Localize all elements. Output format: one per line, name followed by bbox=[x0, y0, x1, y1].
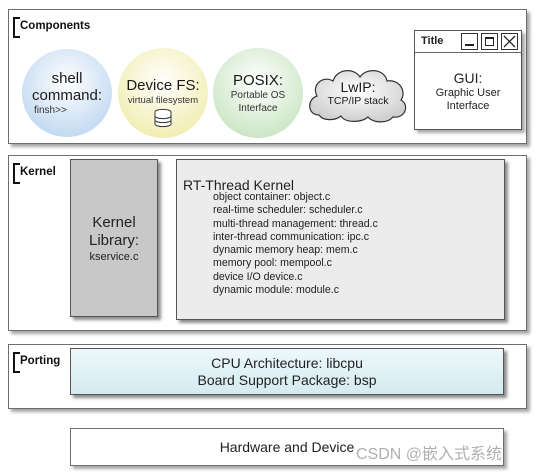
rt-thread-items: object container: object.c real-time sch… bbox=[213, 191, 378, 297]
gui-sub-line2: Interface bbox=[446, 100, 490, 112]
porting-line1: CPU Architecture: libcpu bbox=[211, 355, 363, 371]
list-item: inter-thread communication: ipc.c bbox=[213, 230, 370, 243]
list-item: real-time scheduler: scheduler.c bbox=[213, 204, 363, 217]
shell-title-line1: shell bbox=[51, 69, 83, 87]
lwip-sub: TCP/IP stack bbox=[327, 95, 389, 107]
device-fs-circle: Device FS: virtual filesystem bbox=[118, 48, 208, 138]
database-icon bbox=[154, 108, 172, 128]
porting-label: Porting bbox=[13, 352, 60, 373]
rt-thread-title: RT-Thread Kernel bbox=[183, 177, 295, 193]
posix-sub-line2: Interface bbox=[238, 102, 278, 114]
gui-window-title: Title bbox=[421, 35, 444, 47]
kernel-library-sub: kservice.c bbox=[89, 251, 139, 263]
list-item: dynamic module: module.c bbox=[213, 284, 340, 297]
gui-sub-line1: Graphic User bbox=[435, 87, 501, 99]
device-fs-title: Device FS: bbox=[126, 77, 200, 94]
porting-box: CPU Architecture: libcpu Board Support P… bbox=[70, 348, 504, 395]
gui-titlebar: Title bbox=[415, 31, 521, 53]
kernel-label: Kernel bbox=[13, 163, 56, 184]
gui-window: Title GUI: Graphic User Interface bbox=[414, 30, 522, 130]
lwip-cloud bbox=[309, 70, 407, 123]
components-label: Components bbox=[13, 17, 90, 38]
device-fs-sub: virtual filesystem bbox=[127, 95, 199, 106]
porting-line2: Board Support Package: bsp bbox=[197, 372, 377, 388]
shell-title-line2: command: bbox=[31, 86, 103, 104]
shell-sub: finsh>> bbox=[34, 104, 67, 116]
close-icon bbox=[501, 33, 518, 50]
minimize-icon bbox=[461, 33, 478, 50]
rt-thread-kernel-box: RT-Thread Kernel object container: objec… bbox=[176, 159, 505, 320]
lwip-title: LwIP: bbox=[340, 79, 376, 95]
list-item: dynamic memory heap: mem.c bbox=[213, 244, 358, 257]
list-item: multi-thread management: thread.c bbox=[213, 217, 378, 230]
list-item: object container: object.c bbox=[213, 191, 331, 203]
posix-sub-line1: Portable OS bbox=[230, 89, 286, 101]
hardware-label: Hardware and Device bbox=[219, 439, 355, 455]
list-item: memory pool: mempool.c bbox=[213, 257, 332, 270]
list-item: device I/O device.c bbox=[213, 270, 303, 283]
hardware-layer: Hardware and Device bbox=[70, 428, 504, 466]
lwip-text: LwIP: TCP/IP stack bbox=[305, 79, 411, 108]
kernel-library-line1: Kernel bbox=[92, 214, 136, 231]
posix-title: POSIX: bbox=[232, 71, 284, 89]
kernel-library-box: Kernel Library: kservice.c bbox=[70, 159, 158, 317]
gui-title: GUI: bbox=[453, 70, 483, 86]
watermark: CSDN @嵌入式系统 bbox=[356, 446, 503, 463]
shell-circle: shell command: finsh>> bbox=[22, 49, 112, 137]
posix-circle: POSIX: Portable OS Interface bbox=[213, 48, 303, 138]
maximize-icon bbox=[481, 33, 498, 50]
kernel-library-line2: Library: bbox=[88, 232, 140, 249]
